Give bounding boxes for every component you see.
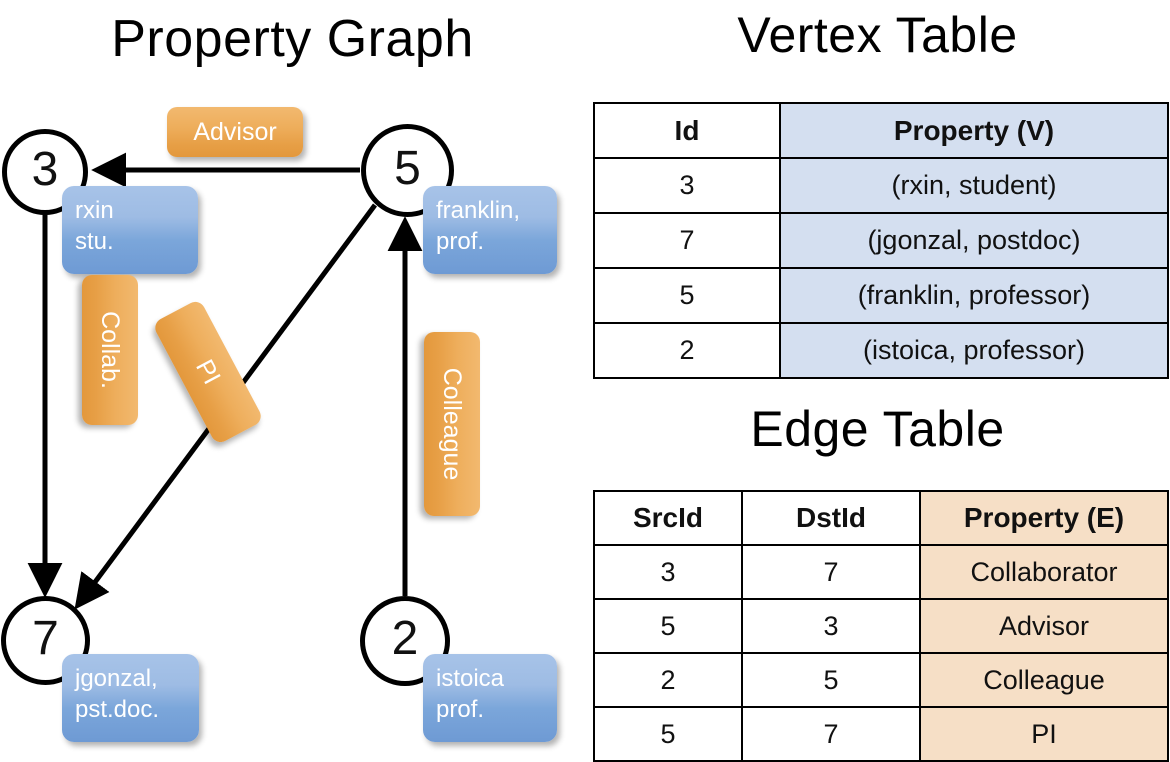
edge-row-2-dst: 5	[741, 652, 921, 708]
edge-label-collab: Collab.	[82, 275, 138, 425]
edge-row-1-src: 5	[593, 598, 743, 654]
edge-table: SrcId DstId Property (E) 3 7 Collaborato…	[593, 490, 1169, 762]
table-row: 3 (rxin, student)	[593, 157, 1169, 214]
graph-node-3-label: 3	[31, 143, 59, 196]
vertex-property-box-5-line1: franklin,	[436, 197, 521, 224]
graph-node-7[interactable]: 7	[1, 596, 90, 685]
graph-node-2[interactable]: 2	[360, 596, 450, 686]
edge-row-2-property: Colleague	[919, 652, 1169, 708]
vertex-property-box-7-line1: jgonzal,	[75, 665, 158, 692]
vertex-row-3-id: 2	[593, 322, 781, 379]
vertex-row-2-property: (franklin, professor)	[779, 267, 1169, 324]
edge-table-header-srcid: SrcId	[593, 490, 743, 546]
edge-table-header-row: SrcId DstId Property (E)	[593, 490, 1169, 546]
graph-node-2-label: 2	[391, 612, 419, 665]
property-graph-diagram: 3 5 7 2 rxin stu. franklin, prof. jgonza…	[0, 0, 585, 760]
vertex-property-box-5: franklin, prof.	[423, 186, 557, 274]
table-row: 5 7 PI	[593, 706, 1169, 762]
edge-table-header-dstid: DstId	[741, 490, 921, 546]
vertex-property-box-7: jgonzal, pst.doc.	[62, 654, 199, 742]
vertex-row-2-id: 5	[593, 267, 781, 324]
edge-label-colleague: Colleague	[424, 332, 480, 516]
edge-label-advisor: Advisor	[167, 107, 303, 157]
vertex-property-box-2-line1: istoica	[436, 665, 505, 692]
vertex-table: Id Property (V) 3 (rxin, student) 7 (jgo…	[593, 102, 1169, 379]
vertex-property-box-3-line1: rxin	[75, 197, 114, 224]
vertex-table-title: Vertex Table	[737, 7, 1018, 63]
edge-row-3-property: PI	[919, 706, 1169, 762]
table-row: 2 (istoica, professor)	[593, 322, 1169, 379]
table-row: 5 3 Advisor	[593, 598, 1169, 654]
edge-table-header-property: Property (E)	[919, 490, 1169, 546]
edge-row-1-property: Advisor	[919, 598, 1169, 654]
vertex-property-box-3-line2: stu.	[75, 228, 114, 255]
table-row: 2 5 Colleague	[593, 652, 1169, 708]
edge-row-0-property: Collaborator	[919, 544, 1169, 600]
vertex-property-box-5-line2: prof.	[436, 228, 485, 255]
edge-row-0-dst: 7	[741, 544, 921, 600]
vertex-property-box-7-line2: pst.doc.	[75, 696, 160, 723]
vertex-row-1-property: (jgonzal, postdoc)	[779, 212, 1169, 269]
graph-node-7-label: 7	[32, 611, 59, 665]
vertex-property-box-2: istoica prof.	[423, 654, 557, 742]
property-graph-title: Property Graph	[111, 10, 474, 68]
table-row: 3 7 Collaborator	[593, 544, 1169, 600]
vertex-table-header-row: Id Property (V)	[593, 102, 1169, 159]
vertex-row-0-property: (rxin, student)	[779, 157, 1169, 214]
edge-row-3-src: 5	[593, 706, 743, 762]
table-row: 5 (franklin, professor)	[593, 267, 1169, 324]
edge-row-2-src: 2	[593, 652, 743, 708]
table-row: 7 (jgonzal, postdoc)	[593, 212, 1169, 269]
vertex-property-box-3: rxin stu.	[62, 186, 198, 274]
graph-node-5[interactable]: 5	[361, 124, 454, 217]
graph-node-3[interactable]: 3	[2, 129, 88, 215]
graph-node-5-label: 5	[394, 141, 421, 195]
edge-row-0-src: 3	[593, 544, 743, 600]
vertex-property-box-2-line2: prof.	[436, 696, 485, 723]
vertex-table-header-property: Property (V)	[779, 102, 1169, 159]
vertex-row-3-property: (istoica, professor)	[779, 322, 1169, 379]
edge-row-3-dst: 7	[741, 706, 921, 762]
vertex-row-1-id: 7	[593, 212, 781, 269]
edge-row-1-dst: 3	[741, 598, 921, 654]
edge-table-title: Edge Table	[750, 401, 1005, 457]
vertex-table-header-id: Id	[593, 102, 781, 159]
vertex-row-0-id: 3	[593, 157, 781, 214]
